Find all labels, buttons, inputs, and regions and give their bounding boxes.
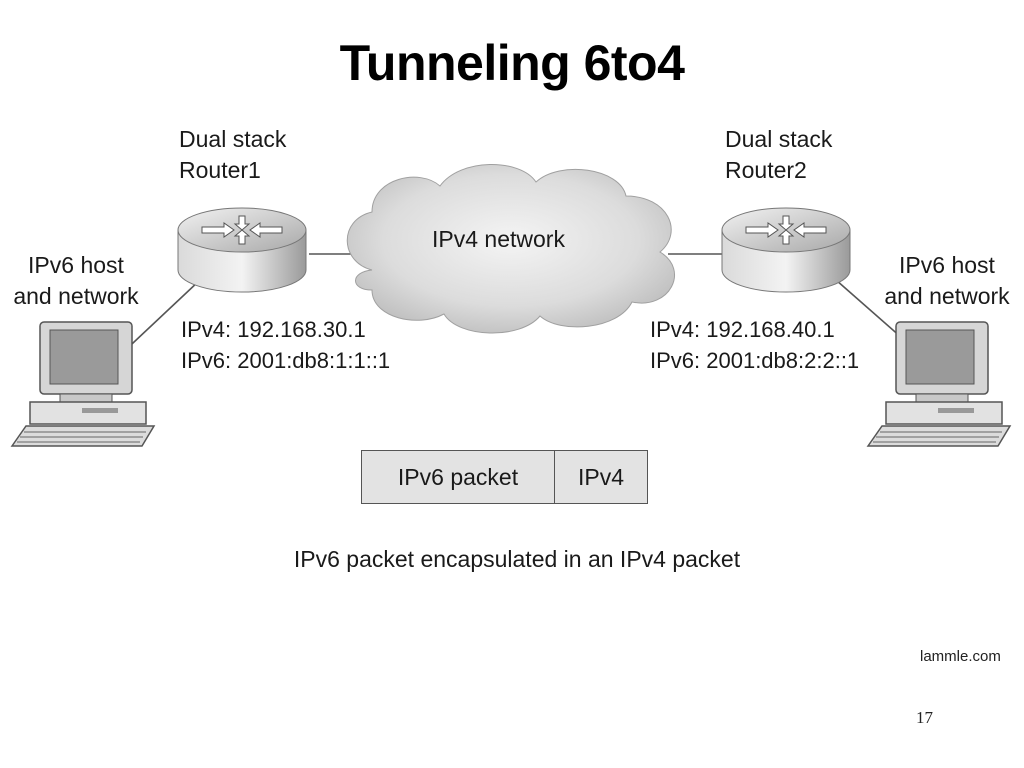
router1-addresses: IPv4: 192.168.30.1 IPv6: 2001:db8:1:1::1 (181, 314, 390, 376)
router1-ipv6-address: IPv6: 2001:db8:1:1::1 (181, 348, 391, 373)
router1-ipv4-address: IPv4: 192.168.30.1 (181, 317, 366, 342)
router2-icon (721, 207, 851, 293)
host-left-label-line1: IPv6 host (28, 252, 124, 278)
host-left-label: IPv6 host and network (0, 250, 152, 312)
router1-label-line2: Router1 (179, 157, 261, 183)
router2-label: Dual stack Router2 (725, 124, 832, 186)
encapsulated-packet: IPv6 packet IPv4 (361, 450, 648, 504)
router2-addresses: IPv4: 192.168.40.1 IPv6: 2001:db8:2:2::1 (650, 314, 859, 376)
router2-label-line1: Dual stack (725, 126, 833, 152)
router1-icon (177, 207, 307, 293)
host-computer-right-icon (866, 321, 1012, 447)
packet-ipv6-payload: IPv6 packet (362, 451, 555, 503)
cloud-label: IPv4 network (432, 226, 565, 252)
router1-label-line1: Dual stack (179, 126, 287, 152)
router2-ipv4-address: IPv4: 192.168.40.1 (650, 317, 835, 342)
packet-caption: IPv6 packet encapsulated in an IPv4 pack… (293, 546, 741, 572)
router2-ipv6-address: IPv6: 2001:db8:2:2::1 (650, 348, 860, 373)
host-computer-left-icon (10, 321, 156, 447)
source-credit: lammle.com (920, 648, 1001, 665)
host-right-label: IPv6 host and network (870, 250, 1024, 312)
host-right-label-line1: IPv6 host (899, 252, 995, 278)
packet-ipv4-header: IPv4 (577, 463, 625, 490)
ipv4-cloud-icon (346, 164, 675, 334)
host-right-label-line2: and network (884, 283, 1010, 309)
slide-title: Tunneling 6to4 (339, 35, 685, 91)
router1-label: Dual stack Router1 (179, 124, 286, 186)
page-number: 17 (916, 708, 933, 727)
router2-label-line2: Router2 (725, 157, 807, 183)
host-left-label-line2: and network (13, 283, 139, 309)
